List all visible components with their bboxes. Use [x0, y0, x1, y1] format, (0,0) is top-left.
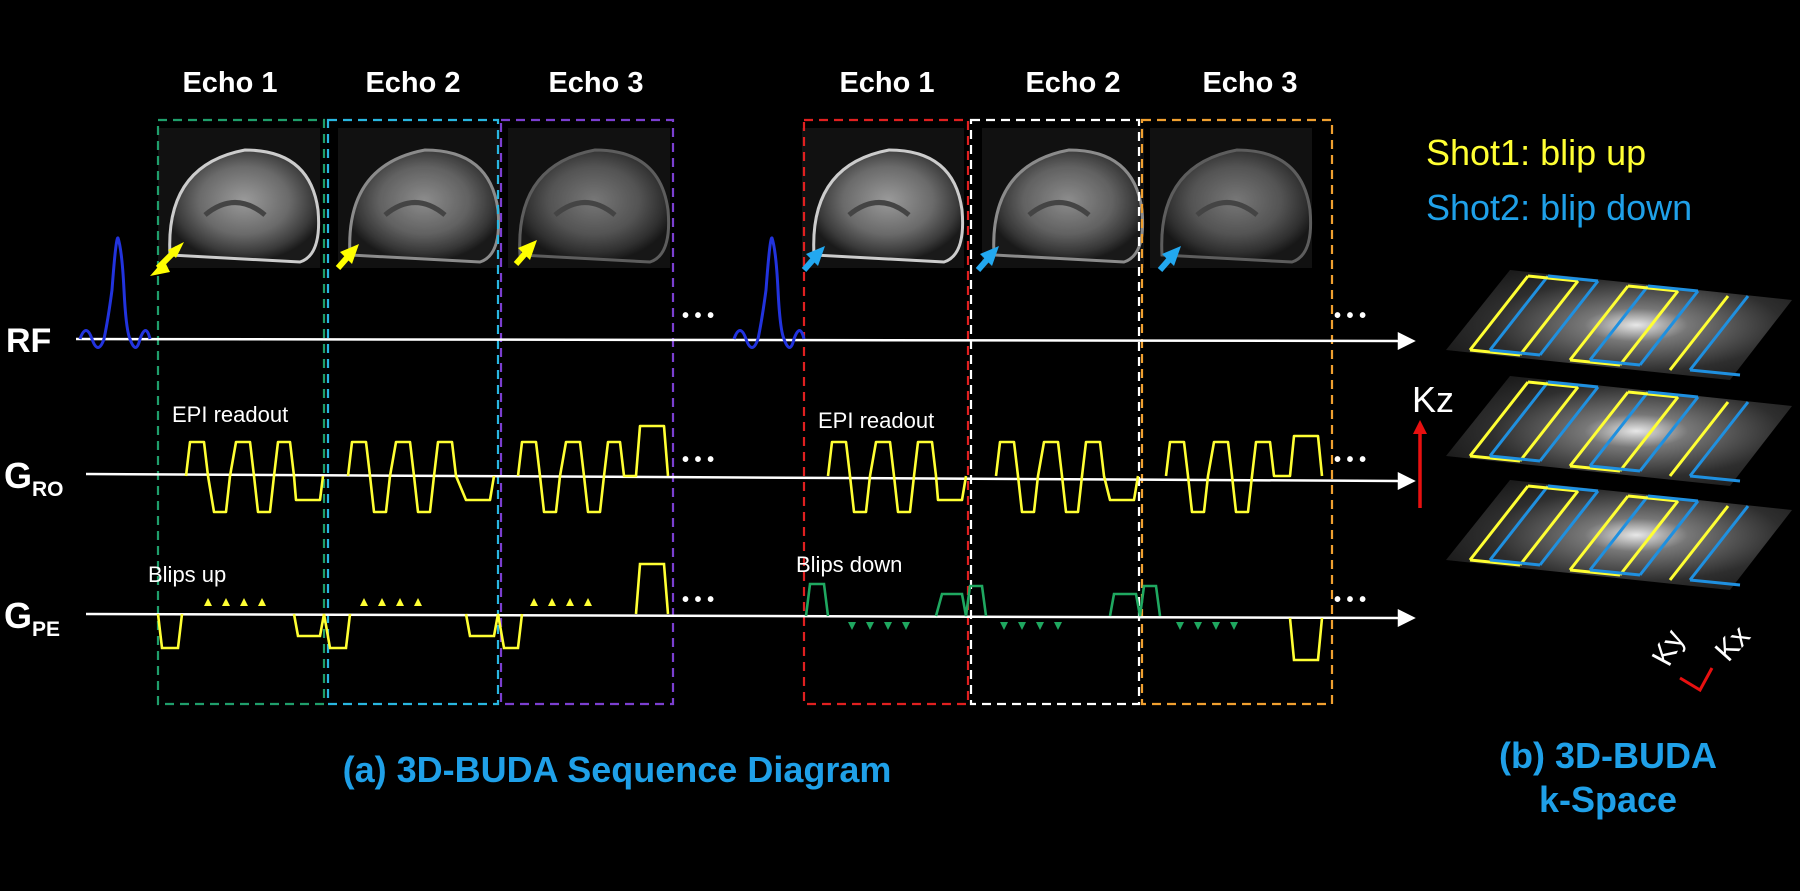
- gpe-prewinder-6: [1108, 584, 1162, 617]
- kspace-slice-3: [1446, 480, 1792, 590]
- epi-readout-label-2: EPI readout: [818, 408, 934, 433]
- echo-box-1: [156, 118, 326, 706]
- gro-epi-echo-4: [826, 440, 968, 514]
- blips-down-label: Blips down: [796, 552, 902, 577]
- blips-up-label: Blips up: [148, 562, 226, 587]
- echo-header-4: Echo 1: [839, 67, 934, 99]
- legend-shot2: Shot2: blip down: [1426, 187, 1692, 228]
- rf-timeline-arrowhead: [1397, 331, 1416, 351]
- ellipsis-gro-1: • • •: [682, 449, 714, 471]
- shot-legend: Shot1: blip up Shot2: blip down: [1426, 132, 1692, 228]
- gpe-label: GPE: [4, 595, 60, 641]
- kz-arrow-head: [1413, 420, 1427, 434]
- echo-headers: Echo 1 Echo 2 Echo 3 Echo 1 Echo 2 Echo …: [182, 67, 1297, 99]
- echo-header-6: Echo 3: [1202, 67, 1297, 99]
- brain-image-2: [338, 128, 501, 268]
- caption-b-line2: k-Space: [1539, 779, 1677, 820]
- gpe-gradients: [156, 562, 1324, 662]
- kspace-xy-arrows: [1679, 667, 1714, 693]
- captions: (a) 3D-BUDA Sequence Diagram (b) 3D-BUDA…: [343, 735, 1717, 820]
- echo-header-1: Echo 1: [182, 67, 277, 99]
- gro-epi-echo-6: [1164, 434, 1324, 514]
- kx-label: Kx: [1709, 620, 1757, 668]
- gro-timeline: [85, 472, 1401, 483]
- kspace-slice-1: [1446, 270, 1792, 380]
- ellipsis-gpe-2: • • •: [1334, 589, 1366, 611]
- rf-pulse-2: [732, 236, 806, 349]
- brain-image-3: [508, 128, 671, 268]
- arrow-icon-yellow-1: [150, 242, 184, 276]
- rf-timeline: [75, 337, 1401, 343]
- ellipsis-rf-1: • • •: [682, 305, 714, 327]
- gpe-timeline-arrowhead: [1397, 608, 1416, 628]
- ellipsis-rf-2: • • •: [1334, 305, 1366, 327]
- kz-label: Kz: [1412, 379, 1454, 420]
- legend-shot1: Shot1: blip up: [1426, 132, 1646, 173]
- ky-label: Ky: [1646, 625, 1692, 671]
- kspace-slices: [1446, 270, 1792, 590]
- echo-box-5: [969, 118, 1141, 706]
- arrow-icon-yellow-2: [335, 244, 359, 270]
- ellipsis-gro-2: • • •: [1334, 449, 1366, 471]
- brain-image-1: [158, 128, 321, 268]
- ellipsis-gpe-1: • • •: [682, 589, 714, 611]
- rf-pulse-1: [78, 236, 152, 349]
- gpe-prewinder-2: [292, 613, 352, 650]
- gpe-timeline: [85, 612, 1401, 620]
- arrow-icon-blue-1: [801, 246, 825, 272]
- gpe-prewinder-4: [804, 582, 830, 617]
- caption-b-line1: (b) 3D-BUDA: [1499, 735, 1717, 776]
- gro-epi-echo-2: [346, 440, 496, 514]
- ellipses: • • • • • • • • • • • • • • • • • •: [682, 305, 1366, 611]
- gpe-prewinder-5: [934, 584, 988, 617]
- blips-down: [848, 622, 1238, 630]
- echo-boxes: [156, 118, 1334, 706]
- brain-image-6: [1150, 128, 1313, 268]
- timelines: [75, 331, 1416, 628]
- gpe-rewinder-end-2: [1288, 617, 1324, 662]
- arrow-icon-blue-3: [1157, 246, 1181, 272]
- gro-timeline-arrowhead: [1397, 471, 1416, 491]
- axis-labels: RF GRO GPE: [4, 322, 64, 641]
- epi-readout-label-1: EPI readout: [172, 402, 288, 427]
- echo-header-3: Echo 3: [548, 67, 643, 99]
- gro-epi-echo-1: [184, 440, 325, 514]
- echo-box-4: [802, 118, 970, 706]
- brain-image-5: [982, 128, 1145, 268]
- rf-label: RF: [6, 322, 51, 360]
- gro-gradients: [184, 424, 1324, 514]
- brain-images: [158, 128, 1313, 268]
- gro-epi-echo-3: [516, 424, 670, 514]
- gro-epi-echo-5: [994, 440, 1140, 514]
- caption-a: (a) 3D-BUDA Sequence Diagram: [343, 749, 892, 790]
- arrow-icon-yellow-3: [513, 240, 537, 266]
- echo-header-2: Echo 2: [365, 67, 460, 99]
- arrow-icon-blue-2: [975, 246, 999, 272]
- artifact-arrows: [150, 240, 1181, 276]
- gpe-rewinder-3: [464, 613, 524, 650]
- kspace-slice-2: [1446, 376, 1792, 486]
- gpe-prewinder-1: [156, 613, 184, 650]
- echo-box-2: [326, 118, 500, 706]
- gpe-rewinder-end-1: [634, 562, 670, 615]
- brain-image-4: [802, 128, 965, 268]
- blips-up: [204, 598, 592, 606]
- echo-box-6: [1140, 118, 1334, 706]
- echo-box-3: [499, 118, 675, 706]
- annotations: EPI readout EPI readout Blips up Blips d…: [148, 402, 934, 587]
- gro-label: GRO: [4, 455, 64, 501]
- echo-header-5: Echo 2: [1025, 67, 1120, 99]
- rf-pulses: [78, 236, 806, 349]
